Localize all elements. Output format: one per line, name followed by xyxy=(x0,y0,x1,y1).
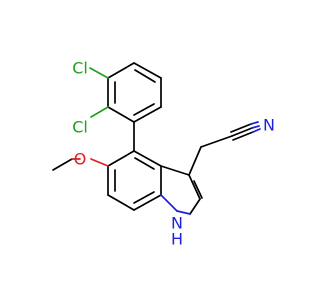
bond xyxy=(89,67,109,79)
bond xyxy=(133,106,162,123)
bond xyxy=(107,194,135,211)
molecule-canvas: Cl Cl xyxy=(52,58,275,249)
bond xyxy=(134,69,156,83)
bond xyxy=(200,135,233,148)
bond xyxy=(52,158,73,171)
bond xyxy=(160,194,178,212)
molecule-diagram: Cl Cl xyxy=(52,59,275,249)
indole-benzene-ring xyxy=(107,150,162,211)
bond xyxy=(231,127,253,137)
bond xyxy=(133,103,155,116)
bond xyxy=(230,123,252,133)
bond xyxy=(252,128,261,133)
indole-hydrogen-label: H xyxy=(171,230,183,249)
bond xyxy=(160,165,190,176)
bond xyxy=(193,180,203,199)
bond xyxy=(176,210,191,215)
indole-nitrogen-label: N xyxy=(171,214,183,233)
bond xyxy=(90,158,109,167)
bond xyxy=(251,125,260,129)
bond xyxy=(189,198,201,215)
bond xyxy=(188,146,202,176)
nitrile-nitrogen-label: N xyxy=(263,116,275,135)
indole-pyrrole-ring xyxy=(160,165,203,215)
bond xyxy=(107,62,135,79)
bond xyxy=(107,150,135,167)
bond xyxy=(107,106,135,123)
bond xyxy=(133,194,162,211)
bond xyxy=(133,191,155,204)
bond xyxy=(188,174,201,200)
dichlorophenyl-ring xyxy=(107,62,162,123)
bond xyxy=(133,150,162,167)
bond xyxy=(90,106,109,118)
chlorine-top-label: Cl xyxy=(72,59,88,78)
bond xyxy=(250,121,259,125)
bond xyxy=(134,157,155,170)
bond xyxy=(133,62,162,79)
bond xyxy=(232,131,254,141)
chlorine-left-label: Cl xyxy=(72,118,88,137)
methoxy-oxygen-label: O xyxy=(74,150,87,169)
